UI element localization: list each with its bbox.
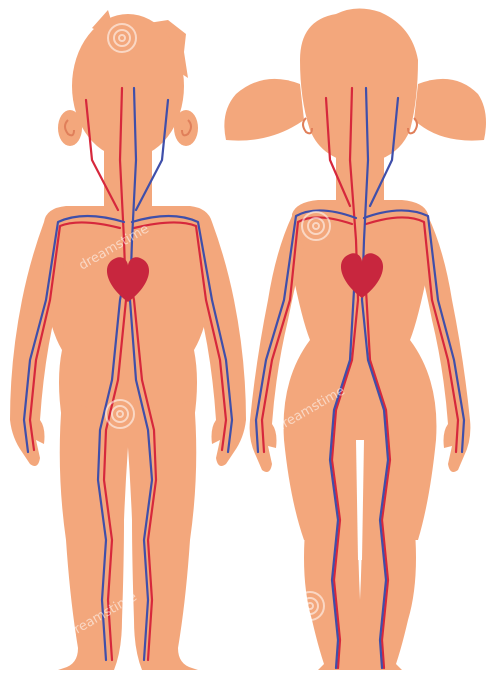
boy-body-silhouette [10, 10, 246, 670]
girl-figure [224, 8, 486, 670]
boy-figure [10, 10, 246, 670]
